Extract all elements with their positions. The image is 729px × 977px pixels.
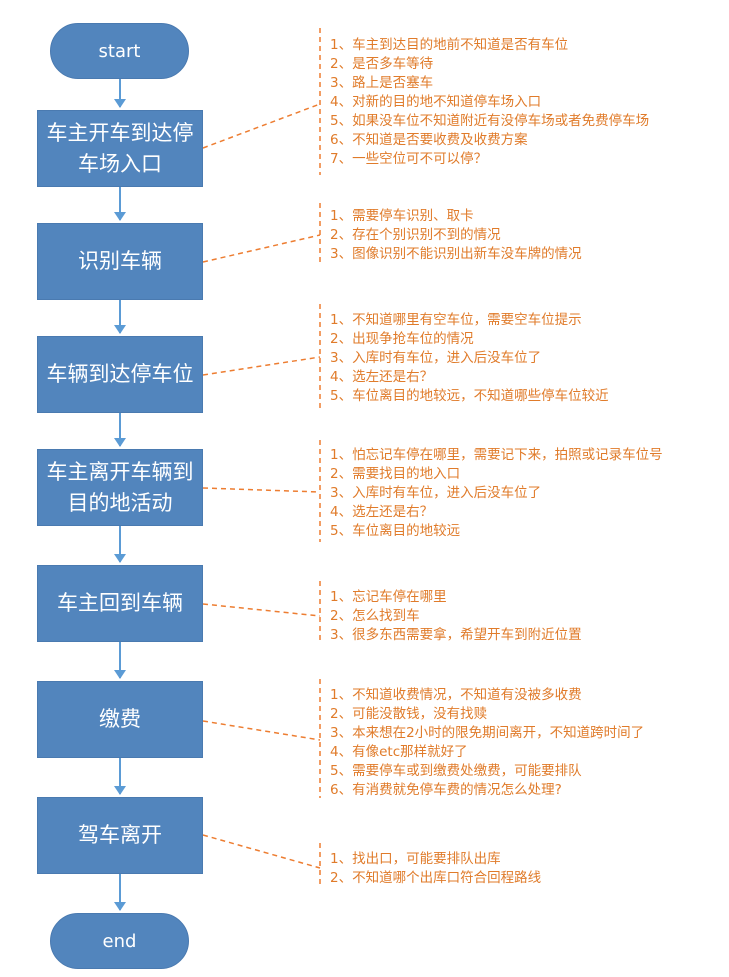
- note-connector: [202, 720, 321, 741]
- note-item: 1、不知道哪里有空车位，需要空车位提示: [330, 312, 582, 328]
- flow-arrow: [114, 642, 126, 679]
- note-connector: [202, 103, 321, 149]
- step-label: 缴费: [99, 707, 141, 731]
- note-item: 2、是否多车等待: [330, 56, 434, 72]
- note-item: 7、一些空位可不可以停？: [330, 151, 488, 167]
- note-item: 3、入库时有车位，进入后没车位了: [330, 485, 542, 501]
- flow-arrow: [114, 79, 126, 108]
- step-label: 识别车辆: [78, 249, 162, 273]
- note-item: 6、不知道是否要收费及收费方案: [330, 132, 528, 148]
- note-item: 1、不知道收费情况，不知道有没被多收费: [330, 687, 582, 703]
- note-connector: [202, 487, 321, 493]
- step-return-to-vehicle: 车主回到车辆: [37, 565, 203, 642]
- note-item: 2、需要找目的地入口: [330, 466, 461, 482]
- notes-identify-vehicle: 1、需要停车识别、取卡 2、存在个别识别不到的情况 3、图像识别不能识别出新车没…: [330, 207, 582, 264]
- note-item: 5、需要停车或到缴费处缴费，可能要排队: [330, 763, 582, 779]
- flow-arrow: [114, 413, 126, 447]
- step-leave-vehicle: 车主离开车辆到目的地活动: [37, 449, 203, 526]
- note-item: 4、有像etc那样就好了: [330, 744, 468, 760]
- start-node: start: [50, 23, 189, 79]
- end-node: end: [50, 913, 189, 969]
- note-item: 2、出现争抢车位的情况: [330, 331, 474, 347]
- note-item: 3、入库时有车位，进入后没车位了: [330, 350, 542, 366]
- notes-return-to-vehicle: 1、忘记车停在哪里 2、怎么找到车 3、很多东西需要拿，希望开车到附近位置: [330, 588, 582, 645]
- note-item: 5、如果没车位不知道附近有没停车场或者免费停车场: [330, 113, 650, 129]
- notes-drive-away: 1、找出口，可能要排队出库 2、不知道哪个出库口符合回程路线: [330, 850, 541, 888]
- step-label: 车辆到达停车位: [46, 362, 194, 386]
- note-item: 2、怎么找到车: [330, 608, 420, 624]
- note-connector: [202, 603, 321, 617]
- note-item: 6、有消费就免停车费的情况怎么处理?: [330, 782, 562, 798]
- step-reach-parking-space: 车辆到达停车位: [37, 336, 203, 413]
- note-item: 1、找出口，可能要排队出库: [330, 851, 501, 867]
- note-connector: [202, 234, 321, 263]
- note-item: 1、怕忘记车停在哪里，需要记下来，拍照或记录车位号: [330, 447, 663, 463]
- note-item: 4、对新的目的地不知道停车场入口: [330, 94, 542, 110]
- flow-arrow: [114, 758, 126, 795]
- arrow-head-icon: [114, 438, 126, 447]
- step-label: 车主开车到达停车场入口: [46, 120, 194, 176]
- note-item: 3、本来想在2小时的限免期间离开，不知道跨时间了: [330, 725, 645, 741]
- flow-arrow: [114, 300, 126, 334]
- note-item: 3、路上是否塞车: [330, 75, 434, 91]
- arrow-head-icon: [114, 786, 126, 795]
- note-item: 2、存在个别识别不到的情况: [330, 227, 501, 243]
- arrow-head-icon: [114, 212, 126, 221]
- flow-arrow: [114, 874, 126, 911]
- arrow-head-icon: [114, 902, 126, 911]
- arrow-head-icon: [114, 99, 126, 108]
- step-drive-to-entrance: 车主开车到达停车场入口: [37, 110, 203, 187]
- flow-arrow: [114, 526, 126, 563]
- notes-reach-parking-space: 1、不知道哪里有空车位，需要空车位提示 2、出现争抢车位的情况 3、入库时有车位…: [330, 311, 609, 406]
- note-item: 1、忘记车停在哪里: [330, 589, 447, 605]
- notes-drive-to-entrance: 1、车主到达目的地前不知道是否有车位 2、是否多车等待 3、路上是否塞车 4、对…: [330, 36, 649, 169]
- note-item: 3、图像识别不能识别出新车没车牌的情况: [330, 246, 582, 262]
- arrow-head-icon: [114, 554, 126, 563]
- arrow-head-icon: [114, 325, 126, 334]
- note-item: 2、可能没散钱，没有找赎: [330, 706, 488, 722]
- note-item: 1、需要停车识别、取卡: [330, 208, 474, 224]
- flow-arrow: [114, 187, 126, 221]
- notes-leave-vehicle: 1、怕忘记车停在哪里，需要记下来，拍照或记录车位号 2、需要找目的地入口 3、入…: [330, 446, 663, 541]
- note-item: 2、不知道哪个出库口符合回程路线: [330, 870, 542, 886]
- step-label: 车主离开车辆到目的地活动: [46, 459, 194, 515]
- step-drive-away: 驾车离开: [37, 797, 203, 874]
- note-connector: [202, 834, 321, 869]
- step-label: 驾车离开: [78, 823, 162, 847]
- note-item: 4、选左还是右？: [330, 369, 434, 385]
- note-item: 4、选左还是右？: [330, 504, 434, 520]
- arrow-head-icon: [114, 670, 126, 679]
- step-label: 车主回到车辆: [57, 591, 183, 615]
- step-payment: 缴费: [37, 681, 203, 758]
- note-item: 1、车主到达目的地前不知道是否有车位: [330, 37, 569, 53]
- note-item: 3、很多东西需要拿，希望开车到附近位置: [330, 627, 582, 643]
- step-identify-vehicle: 识别车辆: [37, 223, 203, 300]
- note-connector: [202, 356, 321, 376]
- note-item: 5、车位离目的地较远: [330, 523, 461, 539]
- notes-payment: 1、不知道收费情况，不知道有没被多收费 2、可能没散钱，没有找赎 3、本来想在2…: [330, 686, 644, 800]
- note-item: 5、车位离目的地较远，不知道哪些停车位较近: [330, 388, 609, 404]
